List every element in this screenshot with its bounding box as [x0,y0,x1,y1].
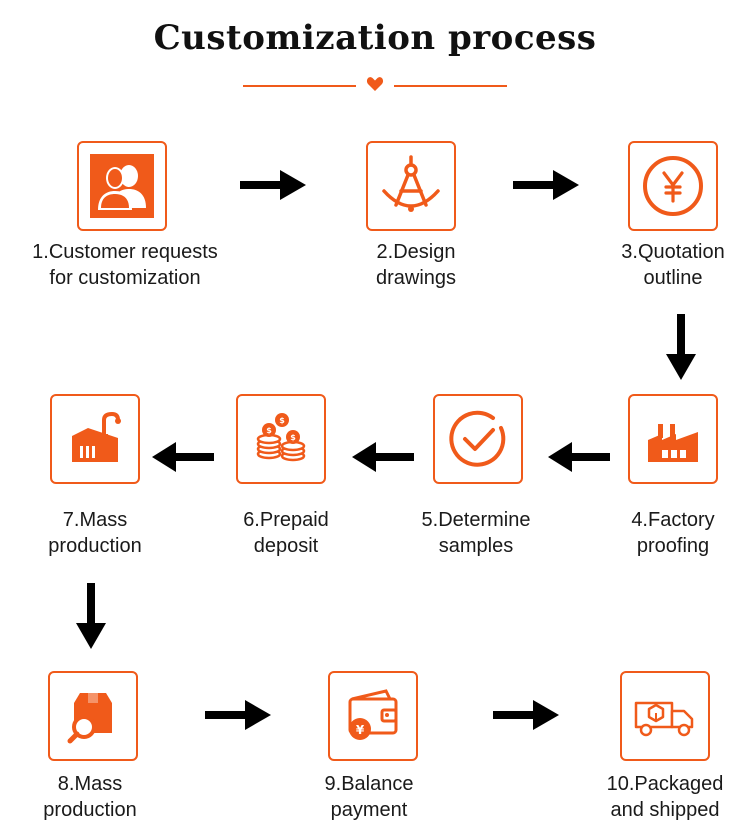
step-10-subtitle: and shipped [610,799,720,821]
step-5-box [433,394,523,484]
step-9-box: ¥ [328,671,418,761]
step-1-label: 1.Customer requests for customization [5,239,245,291]
step-6-subtitle: deposit [253,535,319,557]
step-4-subtitle: proofing [636,535,710,557]
compass-icon [382,155,440,212]
step-8-label: 8.Mass production [0,771,210,823]
svg-text:¥: ¥ [356,723,365,737]
arrow-right-icon [240,170,306,200]
step-10-box [620,671,710,761]
arrow-left-icon [352,442,414,472]
step-9-label: 9.Balance payment [249,771,489,823]
step-2-title: 2.Design [376,241,456,263]
step-6-box: $ $ $ [236,394,326,484]
step-4-title: 4.Factory [631,509,715,531]
delivery-truck-icon [634,701,694,737]
step-9-title: 9.Balance [324,773,414,795]
arrow-down-icon [76,583,106,649]
step-7-title: 7.Mass [62,509,128,531]
step-4-label: 4.Factory proofing [553,507,750,559]
step-1-box [77,141,167,231]
coin-stack-icon: $ $ $ [256,413,306,462]
step-8-box [48,671,138,761]
step-10-label: 10.Packaged and shipped [545,771,750,823]
factory-chimney-icon [72,411,121,462]
svg-text:$: $ [266,426,272,435]
yen-coin-icon [643,156,703,216]
step-6-title: 6.Prepaid [243,509,329,531]
step-2-subtitle: drawings [375,267,457,289]
svg-text:$: $ [290,433,296,442]
step-3-label: 3.Quotation outline [553,239,750,291]
step-7-subtitle: production [48,535,142,557]
step-8-subtitle: production [43,799,137,821]
arrow-left-icon [152,442,214,472]
arrow-down-icon [666,314,696,380]
check-circle-icon [449,410,506,467]
step-5-label: 5.Determine samples [356,507,596,559]
step-3-subtitle: outline [643,267,703,289]
step-7-label: 7.Mass production [0,507,215,559]
wallet-icon: ¥ [348,689,398,740]
svg-text:$: $ [279,416,285,425]
factory-icon [648,424,698,462]
step-3-title: 3.Quotation [621,241,725,263]
arrow-right-icon [493,700,559,730]
step-1-subtitle: for customization [49,267,201,289]
arrow-left-icon [548,442,610,472]
step-6-label: 6.Prepaid deposit [166,507,406,559]
title-divider-right [394,85,507,87]
users-icon [90,154,154,218]
step-9-subtitle: payment [330,799,408,821]
step-3-box [628,141,718,231]
step-5-title: 5.Determine [421,509,531,531]
step-5-subtitle: samples [438,535,514,557]
step-2-label: 2.Design drawings [296,239,536,291]
box-search-icon [67,693,112,744]
heart-icon [366,77,384,91]
step-8-title: 8.Mass [57,773,123,795]
page-title: Customization process [153,18,597,58]
title-divider-left [243,85,356,87]
step-10-title: 10.Packaged [606,773,724,795]
arrow-right-icon [513,170,579,200]
step-2-box [366,141,456,231]
step-1-title: 1.Customer requests [32,241,218,263]
step-7-box [50,394,140,484]
arrow-right-icon [205,700,271,730]
step-4-box [628,394,718,484]
